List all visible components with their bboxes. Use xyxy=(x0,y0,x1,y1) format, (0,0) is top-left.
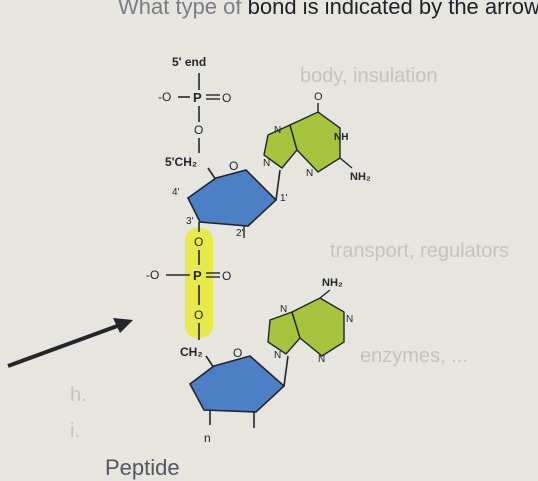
link-phosphate-o-minus: -O xyxy=(146,268,159,282)
top-phosphate-o-double: O xyxy=(222,91,231,105)
question-main-text: bond is indicated by the arrow xyxy=(247,0,538,19)
background-line-3: enzymes, ... xyxy=(360,345,468,367)
top-sugar-c2: 2' xyxy=(236,228,244,239)
adenine-n-a: N xyxy=(280,304,287,315)
adenine-nh2: NH₂ xyxy=(322,277,343,289)
guanine-nh2: NH₂ xyxy=(350,171,371,183)
guanine-n-c: N xyxy=(306,168,313,179)
top-phosphate-p: P xyxy=(193,90,202,105)
guanine-nh: NH xyxy=(334,132,348,143)
pointer-arrow xyxy=(7,318,133,368)
guanine-carbonyl-o: O xyxy=(314,91,323,103)
adenine-n-c: N xyxy=(274,350,281,361)
guanine-n-a: N xyxy=(274,125,281,136)
guanine-base xyxy=(263,111,341,173)
background-letter-i: i. xyxy=(70,420,80,442)
bottom-fragment-label: n xyxy=(204,431,211,445)
link-phosphate-o-lower: O xyxy=(194,308,203,322)
top-deoxyribose-ring xyxy=(186,169,278,227)
top-sugar-c4: 4' xyxy=(172,187,180,198)
top-phosphate-o-bridge: O xyxy=(194,123,203,137)
adenine-n-b: N xyxy=(346,314,353,325)
highlight-marker xyxy=(185,228,213,338)
background-line-2: transport, regulators xyxy=(330,240,509,262)
top-phosphate-o-minus: -O xyxy=(158,90,171,104)
bottom-sugar-ring-o: O xyxy=(233,346,242,360)
bottom-sugar-ch2: CH₂ xyxy=(180,345,203,359)
link-phosphate-o-upper: O xyxy=(194,235,203,249)
adenine-base xyxy=(267,297,345,357)
guanine-n-b: N xyxy=(263,158,270,169)
question-text: What type of bond is indicated by the ar… xyxy=(118,0,538,20)
link-phosphate-o-double: O xyxy=(222,269,231,283)
background-letter-h: h. xyxy=(70,384,87,406)
top-sugar-ch2: 5'CH₂ xyxy=(165,155,197,169)
bottom-deoxyribose-ring xyxy=(188,355,286,413)
label-5-prime-end: 5' end xyxy=(172,55,206,69)
top-sugar-ring-o: O xyxy=(229,159,238,173)
background-line-1: body, insulation xyxy=(300,65,438,87)
adenine-n-d: N xyxy=(318,354,325,365)
link-phosphate-p: P xyxy=(193,268,202,283)
top-sugar-c1: 1' xyxy=(280,193,288,204)
top-sugar-c3: 3' xyxy=(186,216,194,227)
question-faded-prefix: What type of xyxy=(118,0,248,19)
